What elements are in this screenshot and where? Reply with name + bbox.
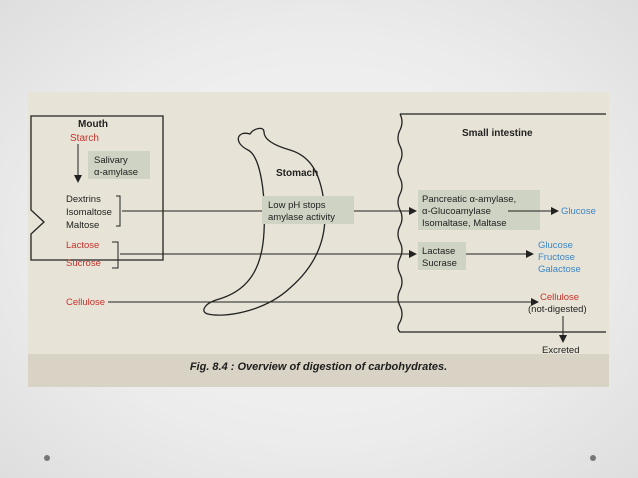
fructose-product: Fructose bbox=[538, 252, 575, 263]
caption-band: Fig. 8.4 : Overview of digestion of carb… bbox=[28, 354, 609, 387]
lactose-label: Lactose bbox=[66, 240, 99, 251]
stomach-note-box bbox=[262, 196, 354, 224]
intestine-title: Small intestine bbox=[462, 128, 533, 139]
dextrins-bracket bbox=[116, 195, 121, 227]
salivary-label: Salivary bbox=[94, 155, 128, 166]
maltose-label: Maltose bbox=[66, 220, 99, 231]
stomach-title: Stomach bbox=[276, 168, 318, 179]
pancreatic-enzyme-box bbox=[418, 190, 540, 230]
cellulose-label: Cellulose bbox=[66, 297, 105, 308]
sugars-bracket bbox=[112, 241, 119, 269]
stomach-note-line1: Low pH stops bbox=[268, 200, 326, 211]
sucrose-label: Sucrose bbox=[66, 258, 101, 269]
figure-scan: Mouth Starch Salivary α-amylase Dextrins… bbox=[28, 92, 609, 387]
glucoamylase-label: α-Glucoamylase bbox=[422, 206, 491, 217]
glucose-product-2: Glucose bbox=[538, 240, 573, 251]
lactase-box bbox=[418, 242, 466, 270]
excreted-label: Excreted bbox=[542, 345, 580, 354]
corner-dot-left bbox=[44, 455, 50, 461]
dextrins-label: Dextrins bbox=[66, 194, 101, 205]
stomach-note-line2: amylase activity bbox=[268, 212, 335, 223]
figure-caption: Fig. 8.4 : Overview of digestion of carb… bbox=[189, 361, 448, 373]
starch-label: Starch bbox=[70, 133, 99, 144]
glucose-product-1: Glucose bbox=[561, 206, 596, 217]
carbohydrate-digestion-diagram: Mouth Starch Salivary α-amylase Dextrins… bbox=[30, 113, 606, 356]
alpha-amylase-label: α-amylase bbox=[94, 167, 138, 178]
not-digested-label: (not-digested) bbox=[528, 304, 587, 315]
galactose-product: Galactose bbox=[538, 264, 581, 275]
isomaltose-label: Isomaltose bbox=[66, 207, 112, 218]
pancreatic-label: Pancreatic α-amylase, bbox=[422, 194, 516, 205]
mouth-box bbox=[30, 115, 164, 261]
cellulose-product: Cellulose bbox=[540, 292, 579, 303]
stomach-shape bbox=[203, 127, 326, 316]
salivary-enzyme-box bbox=[88, 151, 150, 179]
sucrase-label: Sucrase bbox=[422, 258, 457, 269]
intestine-box bbox=[397, 113, 606, 333]
isomaltase-label: Isomaltase, Maltase bbox=[422, 218, 506, 229]
corner-dot-right bbox=[590, 455, 596, 461]
lactase-label: Lactase bbox=[422, 246, 455, 257]
mouth-title: Mouth bbox=[78, 119, 108, 130]
